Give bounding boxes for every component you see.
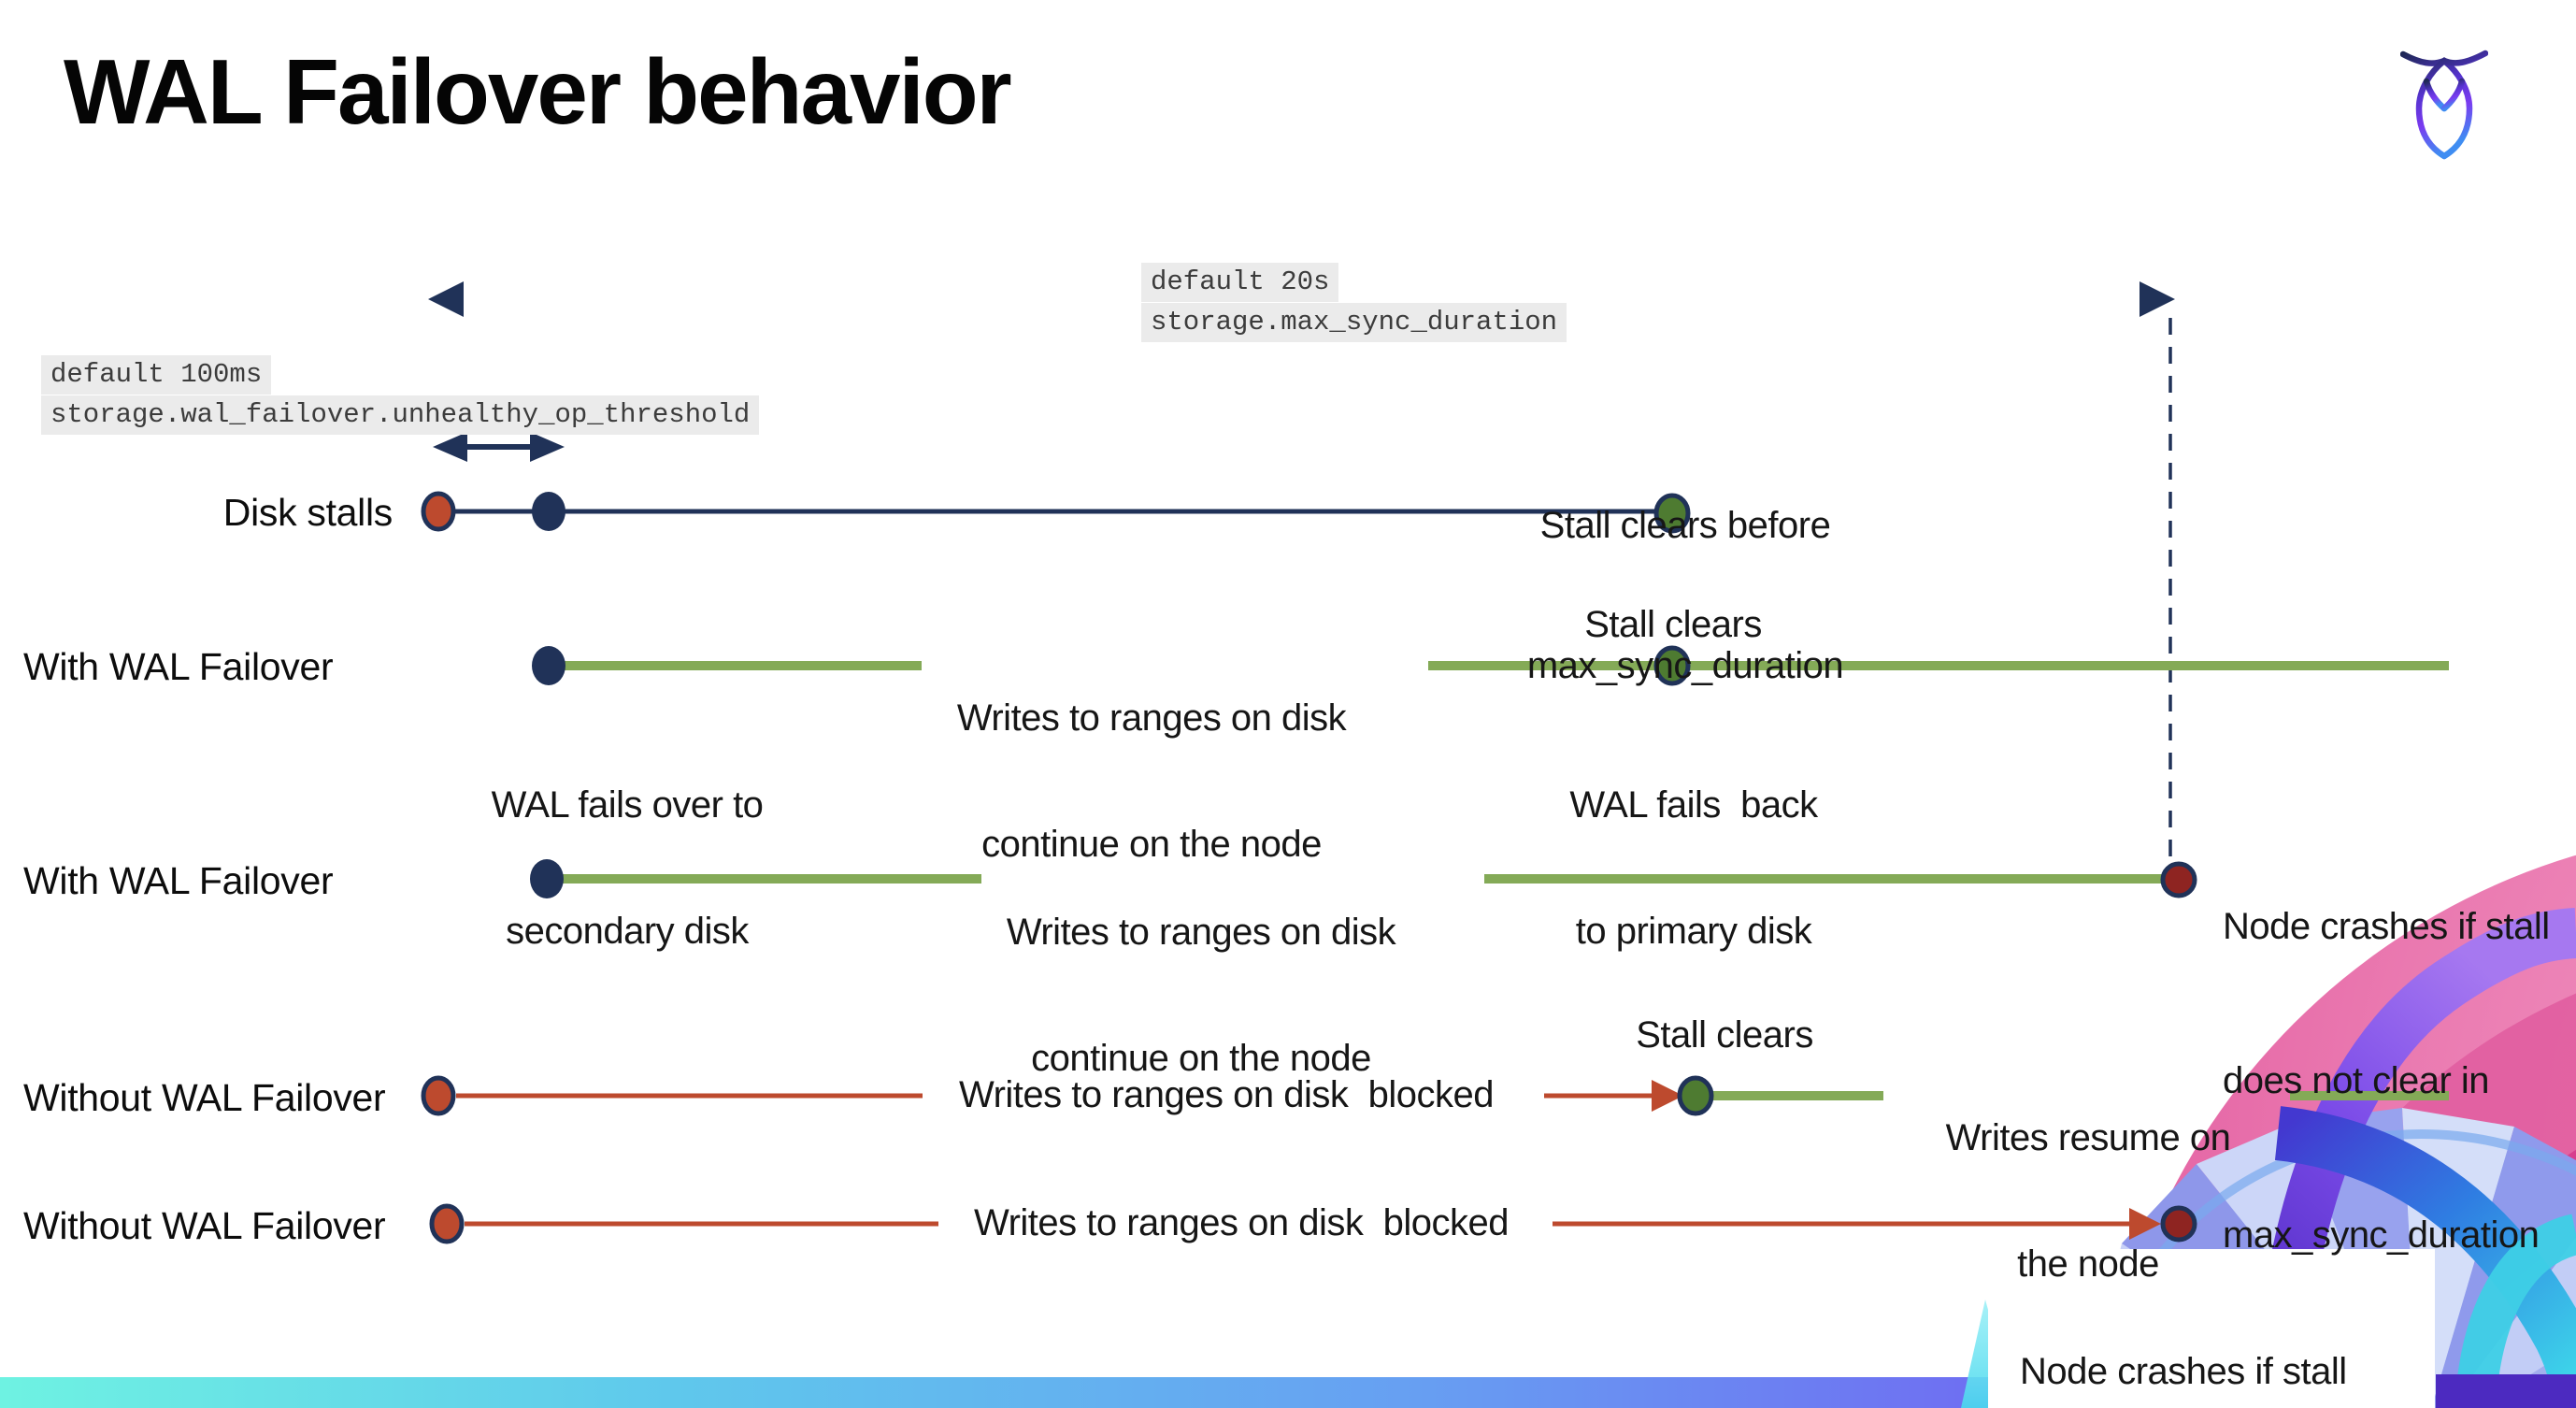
- node-crash-dot: [2160, 861, 2197, 898]
- slide-title: WAL Failover behavior: [64, 40, 1012, 143]
- annotation-line: secondary disk: [506, 911, 749, 952]
- stall-clears-dot: [1677, 1075, 1714, 1116]
- row-without-wal-failover-1: [421, 1075, 2449, 1116]
- failover-dot: [530, 859, 564, 898]
- failover-dot: [532, 646, 565, 685]
- crash-callout-line1: Node crashes if stall: [2020, 1351, 2347, 1392]
- row-with-wal-failover-2: [530, 859, 2197, 898]
- max-sync-default-label: default 20s: [1141, 263, 1339, 302]
- annotation-line: max_sync_duration: [2223, 1214, 2540, 1256]
- annotation-writes-blocked-row5: Writes to ranges on disk blocked: [974, 1202, 1509, 1243]
- annotation-line: Writes to ranges on disk: [1006, 912, 1396, 953]
- max-sync-setting-label: storage.max_sync_duration: [1141, 303, 1567, 342]
- annotation-line: Writes resume on: [1945, 1117, 2231, 1158]
- annotation-wal-fails-over: WAL fails over to secondary disk: [492, 700, 764, 1037]
- row-label-disk-stalls: Disk stalls: [222, 491, 394, 534]
- annotation-line: max_sync_duration: [1526, 645, 1844, 686]
- row-label-with-wal-failover-1: With WAL Failover: [23, 645, 334, 688]
- node-crash-dot: [2160, 1205, 2197, 1243]
- annotation-stall-clears-before: Stall clears before max_sync_duration: [1526, 409, 1844, 783]
- annotation-line: continue on the node: [981, 824, 1322, 865]
- unhealthy-op-default-label: default 100ms: [41, 355, 272, 395]
- annotation-line: Stall clears before: [1539, 505, 1831, 546]
- failover-threshold-dot: [532, 492, 565, 531]
- stall-clears-dot: [1653, 493, 1691, 534]
- stall-start-dot: [421, 1075, 456, 1116]
- crash-callout-box: Node crashes if stall does not clear in …: [1988, 1249, 2435, 1408]
- annotation-line: WAL fails back: [1569, 784, 1818, 826]
- stall-start-dot: [429, 1203, 465, 1244]
- row-label-without-wal-failover-2: Without WAL Failover: [23, 1204, 386, 1247]
- annotation-line: the node: [2017, 1243, 2159, 1285]
- annotation-writes-continue-row3: Writes to ranges on disk continue on the…: [1006, 827, 1396, 1164]
- annotation-stall-clears-row2: Stall clears: [1584, 604, 1762, 645]
- annotation-line: Node crashes if stall: [2223, 906, 2550, 947]
- annotation-line: to primary disk: [1575, 911, 1812, 952]
- row-label-with-wal-failover-2: With WAL Failover: [23, 859, 334, 902]
- unhealthy-op-setting-label: storage.wal_failover.unhealthy_op_thresh…: [41, 395, 760, 435]
- annotation-line: continue on the node: [1031, 1038, 1371, 1079]
- row-disk-stalls: [421, 491, 1691, 534]
- stall-start-dot: [421, 491, 456, 532]
- annotation-writes-continue-row2: Writes to ranges on disk continue on the…: [956, 613, 1347, 950]
- stall-clears-dot: [1653, 645, 1691, 686]
- row-with-wal-failover-1: [532, 645, 2449, 686]
- annotation-wal-fails-back: WAL fails back to primary disk: [1569, 700, 1818, 1037]
- annotation-line: does not clear in: [2223, 1060, 2490, 1101]
- cockroachdb-logo-icon: [2400, 50, 2488, 160]
- annotation-writes-resume: Writes resume on the node: [1946, 1033, 2231, 1370]
- annotation-node-crashes-row3: Node crashes if stall does not clear in …: [2223, 798, 2550, 1364]
- annotation-writes-blocked-row4: Writes to ranges on disk blocked: [959, 1074, 1494, 1115]
- annotation-line: WAL fails over to: [491, 784, 764, 826]
- unhealthy-op-threshold-span-arrow: [433, 432, 565, 462]
- annotation-stall-clears-row4: Stall clears: [1636, 1014, 1813, 1056]
- row-label-without-wal-failover-1: Without WAL Failover: [23, 1076, 386, 1119]
- annotation-line: Writes to ranges on disk: [956, 697, 1347, 739]
- row-without-wal-failover-2: [429, 1203, 2197, 1244]
